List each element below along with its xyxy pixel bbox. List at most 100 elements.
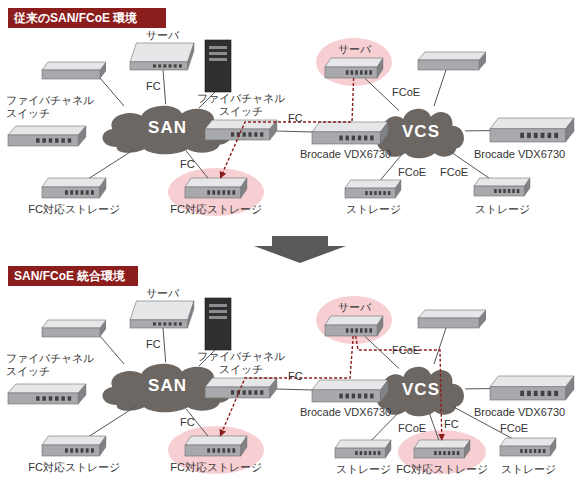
data-path-arrow [356,336,442,440]
device-front [325,325,377,336]
device-port [351,328,354,332]
device-port [179,64,182,67]
device-front [325,67,377,78]
device-port [237,132,240,136]
device-port [70,448,73,452]
device-port [534,391,538,396]
device-port [352,136,355,141]
device-label: ファイバチャネル スイッチ [193,92,289,118]
network-device: ファイバチャネル スイッチ [205,120,277,140]
link-label: FCoE [500,422,528,435]
device-port [222,190,225,194]
device-port [370,191,373,195]
device-top [130,43,194,62]
device-port [508,189,511,193]
section-heading-band: SAN/FCoE 統合環境 [8,266,138,286]
device-port [512,189,515,193]
device-port [434,451,437,455]
network-device: Brocade VDX6730 [490,118,574,142]
device-top [185,178,247,187]
device-label: ファイバチャネル スイッチ [6,94,106,120]
server-device: サーバ [130,43,194,70]
link-line [90,407,136,436]
device-front [205,387,270,398]
device-label: FC対応ストレージ [24,461,124,474]
device-port [55,138,59,142]
section-heading: SAN/FCoE 統合環境 [14,268,125,285]
device-label: FC対応ストレージ [392,463,492,476]
device-port [388,191,391,195]
device-front [185,445,241,456]
device-port [352,394,355,399]
link-label: FC [180,158,195,171]
link-line [365,78,399,111]
device-port [534,133,538,138]
device-front [42,445,100,456]
device-port [364,451,367,455]
device-port [355,328,358,332]
device-port [517,189,520,193]
device-icon [474,178,530,196]
device-side [188,43,194,70]
link-label: FC [180,416,195,429]
device-port [222,448,225,452]
device-side [270,378,277,398]
device-port [365,328,368,332]
device-port [358,394,361,399]
device-label: ストレージ [333,203,413,216]
device-label: Brocade VDX6730 [300,406,418,419]
device-port [379,191,382,195]
device-port [207,190,210,194]
device-port [360,70,363,74]
device-port [520,133,524,138]
device-side [385,440,391,458]
device-port [374,191,377,195]
network-device: Brocade VDX6730 [312,380,388,402]
wire [434,328,446,364]
device-icon [490,118,574,142]
device-top [42,178,106,187]
link-label: FC [444,418,459,431]
device-port [365,70,368,74]
tower-slot [209,316,227,319]
device-top [185,436,247,445]
device-port [231,390,234,394]
device-side [395,180,401,198]
device-label: FC対応ストレージ [24,203,124,216]
device-label: Brocade VDX6730 [474,148,582,161]
link-line [381,154,403,181]
section-heading-band: 従来のSAN/FCoE 環境 [8,8,166,28]
device-front [500,446,550,456]
device-port [541,391,545,396]
device-top [312,380,388,390]
link-line [186,409,208,436]
device-front [130,62,188,70]
device-port [248,390,251,394]
device-front [490,129,566,142]
link-line [186,151,208,178]
device-port [355,451,358,455]
link-label: FCoE [392,86,420,99]
device-icon [205,120,277,140]
switch-front [42,328,100,337]
device-label: FC対応ストレージ [166,461,266,474]
device-top [414,440,470,448]
device-port [227,190,230,194]
device-port [163,322,166,325]
device-port [91,448,94,452]
device-label: Brocade VDX6730 [300,148,418,161]
device-port [499,189,502,193]
device-port [373,451,376,455]
link-line [429,413,438,440]
device-port [86,190,89,194]
device-top [345,180,401,188]
device-front [345,188,395,198]
link-line [465,388,490,389]
network-device: サーバ [325,58,383,78]
device-port [439,451,442,455]
tower-slot [209,46,227,49]
device-port [158,64,161,67]
device-port [169,322,172,325]
data-path-arrow [220,78,353,178]
